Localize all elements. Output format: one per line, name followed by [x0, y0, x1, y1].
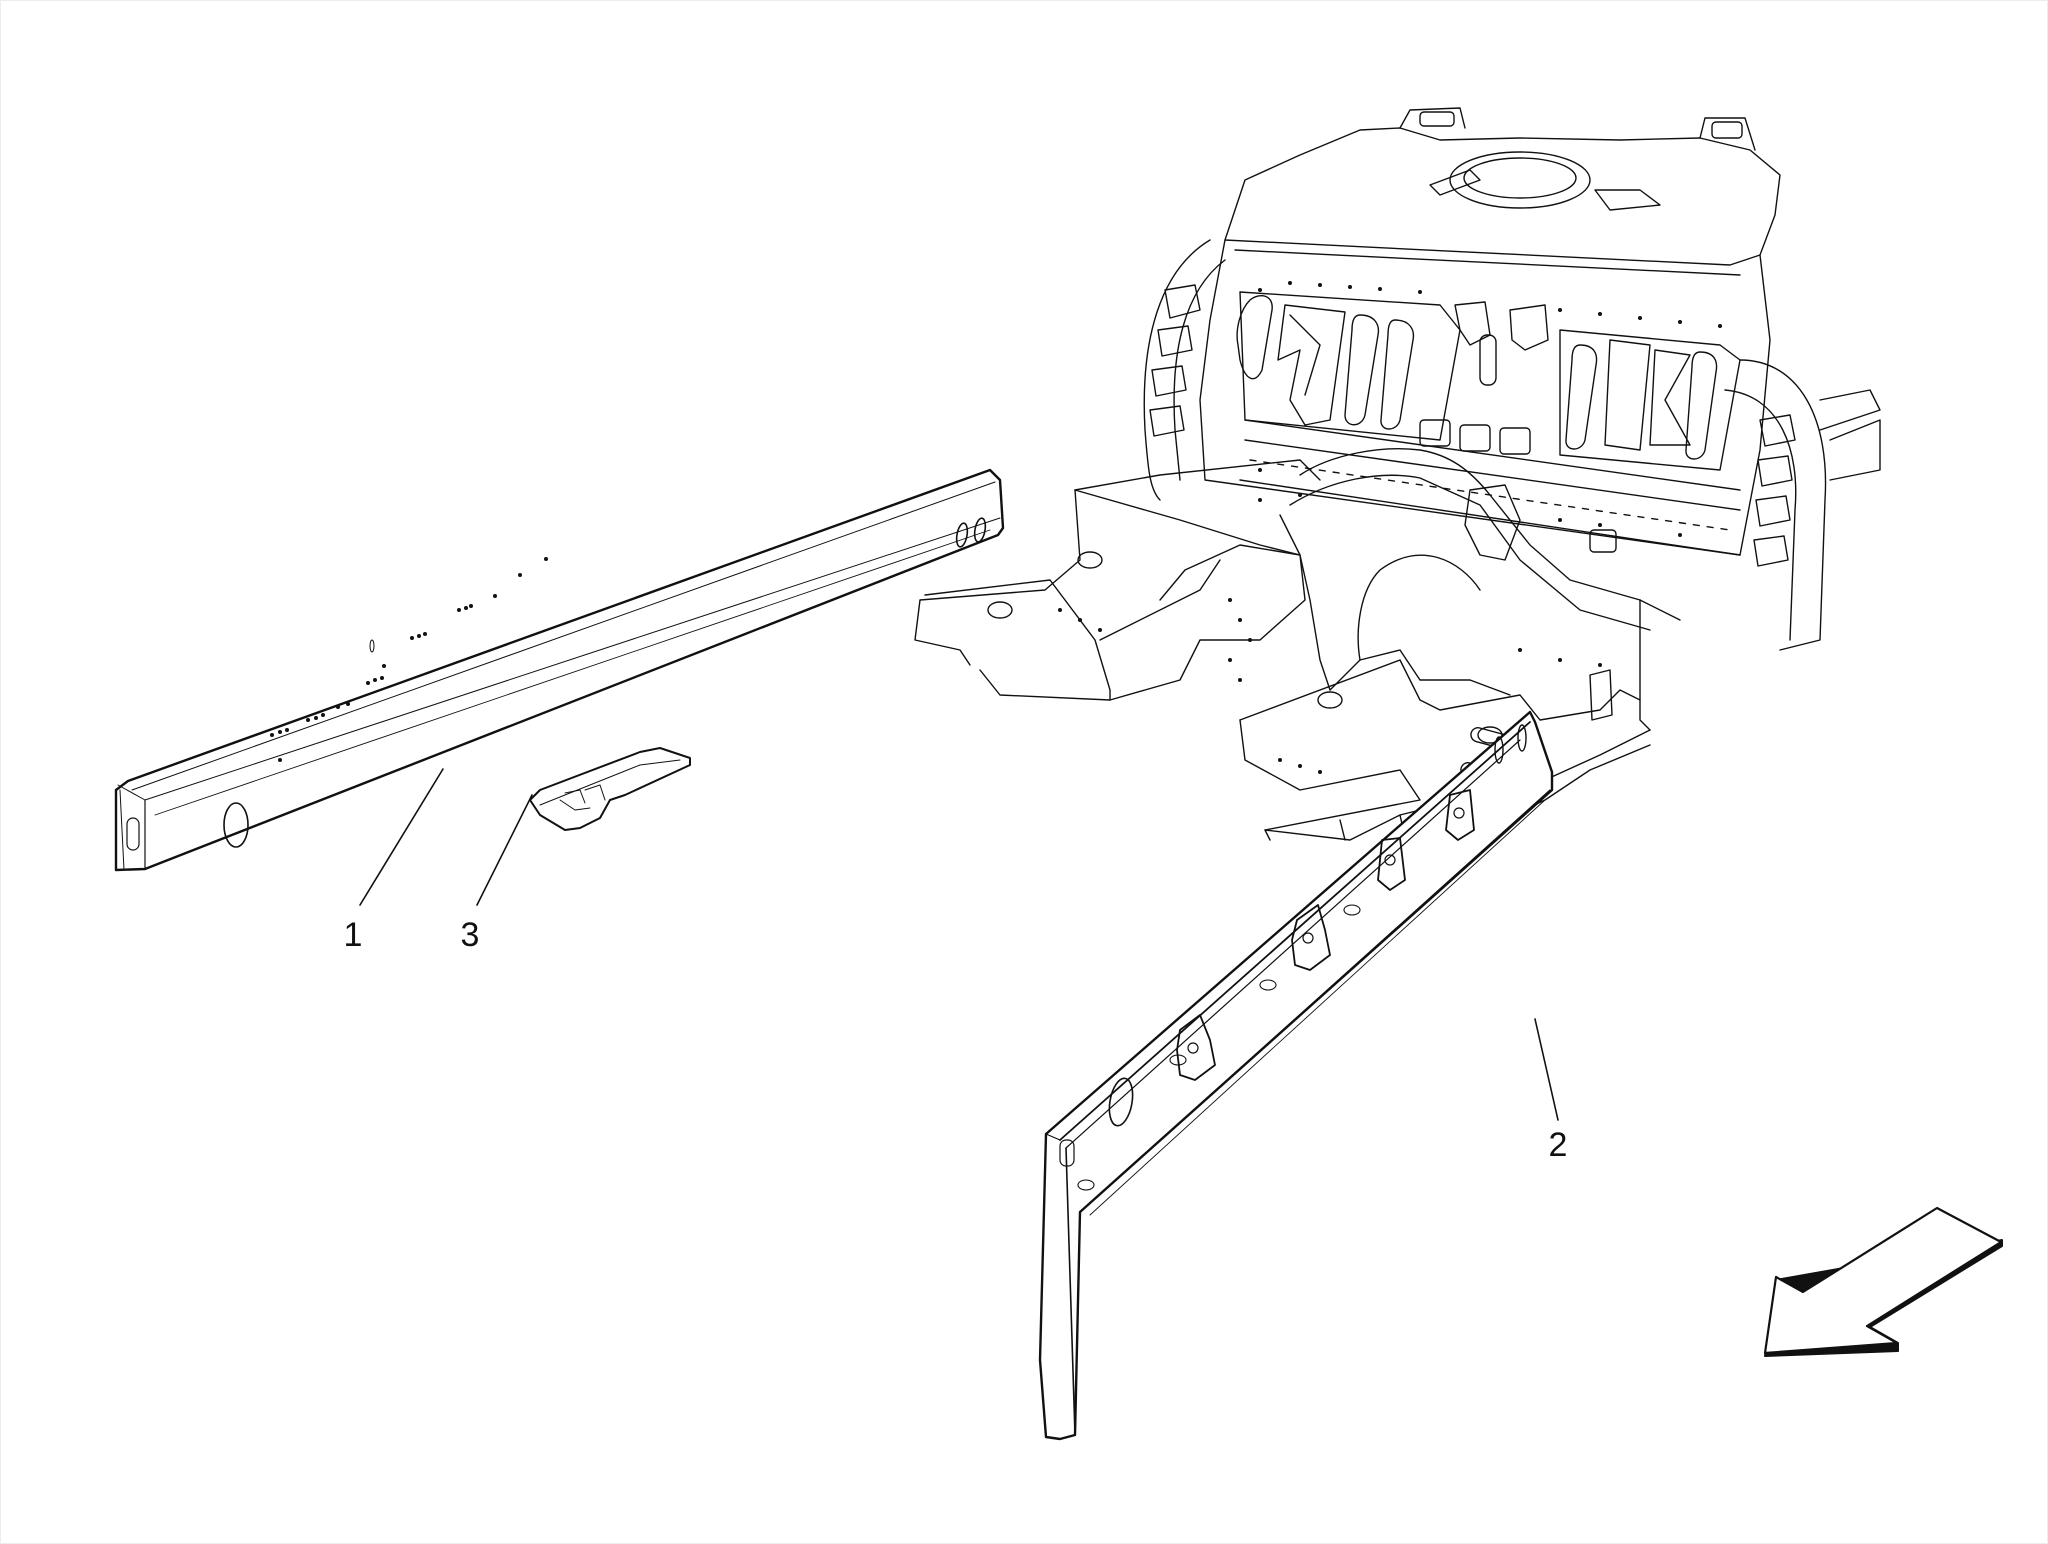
leader-lines	[359, 768, 1559, 1121]
leader-line-3	[476, 794, 533, 906]
part-2-right-sill-rail	[1038, 710, 1554, 1441]
callout-label-3: 3	[460, 916, 480, 954]
body-shell-assembly	[914, 107, 1881, 861]
leader-line-2	[1534, 1018, 1559, 1121]
part-1-left-sill-rail	[114, 468, 1005, 872]
callout-label-1: 1	[343, 916, 363, 954]
leader-line-1	[359, 768, 444, 906]
callout-label-2: 2	[1548, 1126, 1568, 1164]
part-3-floor-bracket	[529, 747, 691, 831]
direction-arrow-icon	[1763, 1206, 2003, 1357]
